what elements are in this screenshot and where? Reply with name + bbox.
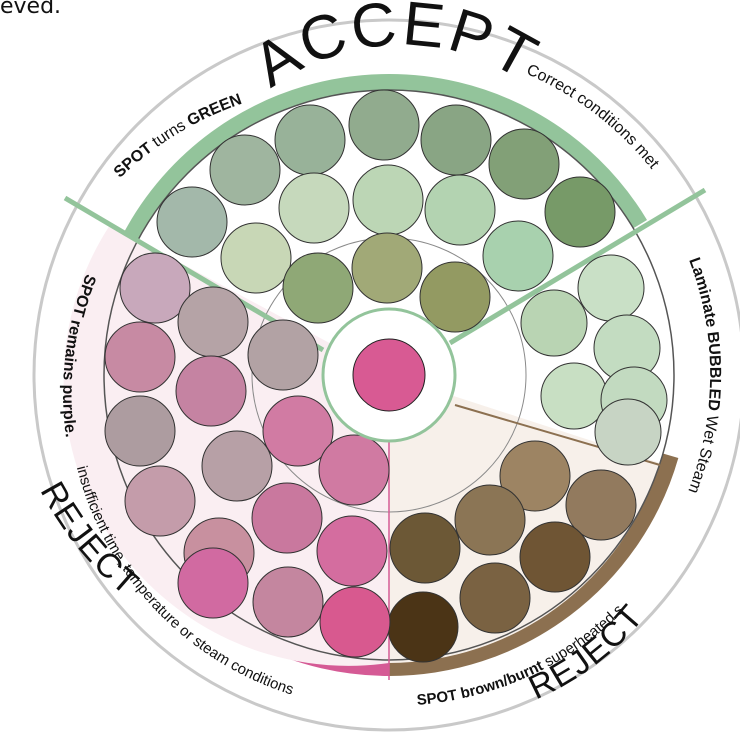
green-swatch <box>156 186 228 258</box>
pink-swatch <box>247 319 319 391</box>
pink-swatch <box>177 286 249 358</box>
pink-swatch <box>119 252 191 324</box>
green-swatch <box>274 104 346 176</box>
pink-swatch <box>177 547 249 619</box>
center-dot <box>352 338 426 412</box>
brown-swatch <box>499 440 571 512</box>
accept-band <box>123 74 648 242</box>
bubbled-swatch <box>594 398 662 466</box>
brown-swatch <box>519 521 591 593</box>
pink-swatch <box>104 321 176 393</box>
green-swatch <box>209 134 281 206</box>
green-swatch <box>352 164 424 236</box>
green-swatch <box>544 176 616 248</box>
green-swatch <box>488 128 560 200</box>
green-swatch <box>424 174 496 246</box>
pink-swatch <box>251 482 323 554</box>
green-swatch <box>351 232 423 304</box>
brown-swatch <box>387 591 459 663</box>
pink-swatch <box>319 586 391 658</box>
bubbled-swatch <box>577 254 645 322</box>
pink-swatch <box>252 566 324 638</box>
green-swatch <box>348 89 420 161</box>
pink-swatch <box>104 395 176 467</box>
pink-swatch <box>316 515 388 587</box>
green-swatch <box>278 172 350 244</box>
green-swatch <box>220 222 292 294</box>
pink-swatch <box>201 430 273 502</box>
pink-swatch <box>262 395 334 467</box>
brown-swatch <box>454 484 526 556</box>
green-swatch <box>282 252 354 324</box>
brown-swatch <box>459 562 531 634</box>
green-swatch <box>420 104 492 176</box>
green-swatch <box>482 220 554 292</box>
burnt-band <box>388 453 679 676</box>
pink-swatch <box>175 355 247 427</box>
swatch-group <box>104 89 668 663</box>
divider-accept-right <box>448 187 707 346</box>
pink-swatch <box>124 465 196 537</box>
pink-swatch <box>318 434 390 506</box>
page-text-fragment: eved. <box>0 0 62 19</box>
brown-swatch <box>389 512 461 584</box>
brown-swatch <box>565 469 637 541</box>
bubbled-swatch <box>520 289 588 357</box>
green-swatch <box>419 261 491 333</box>
